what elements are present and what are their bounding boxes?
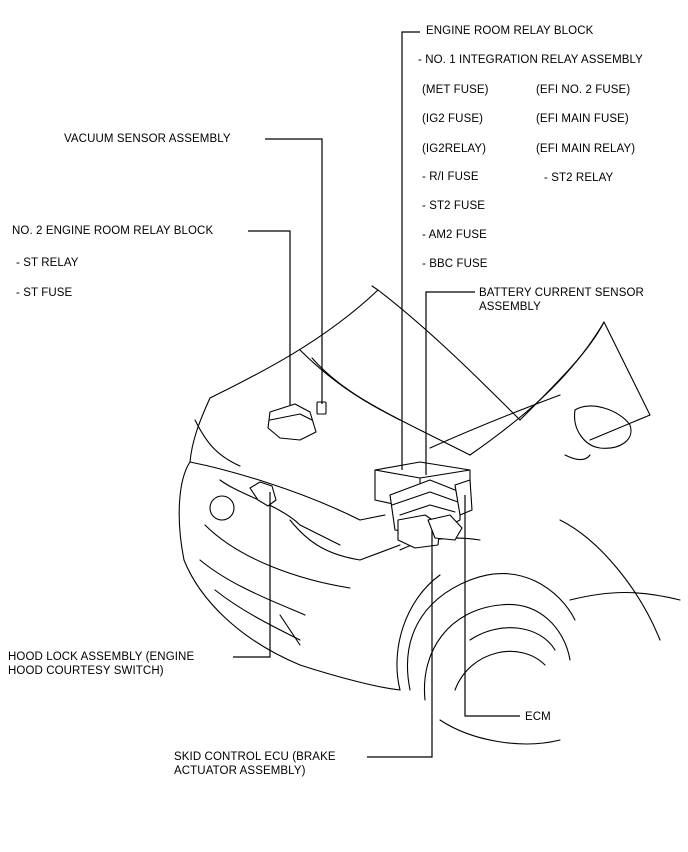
label-battery-sensor-1: BATTERY CURRENT SENSOR — [479, 287, 644, 299]
label-efi-main-relay: (EFI MAIN RELAY) — [536, 143, 636, 155]
leader-lines — [233, 31, 520, 758]
label-hood-lock-2: HOOD COURTESY SWITCH) — [8, 665, 164, 677]
label-efi-main-fuse: (EFI MAIN FUSE) — [536, 113, 629, 125]
label-ig2-relay: (IG2RELAY) — [422, 143, 487, 155]
label-st2-fuse: - ST2 FUSE — [422, 200, 485, 212]
label-bbc-fuse: - BBC FUSE — [422, 258, 488, 270]
components — [249, 401, 473, 549]
label-no2-relay-block: NO. 2 ENGINE ROOM RELAY BLOCK — [12, 225, 214, 237]
car-outline — [178, 285, 681, 745]
hood-lock-part — [249, 481, 277, 507]
label-efi-no2-fuse: (EFI NO. 2 FUSE) — [536, 84, 631, 96]
label-vacuum-sensor: VACUUM SENSOR ASSEMBLY — [64, 133, 231, 145]
label-ri-fuse: - R/I FUSE — [422, 171, 479, 183]
label-engine-room-relay-block: ENGINE ROOM RELAY BLOCK — [426, 25, 594, 37]
no2-relay-block-part — [267, 403, 317, 441]
label-st-fuse: - ST FUSE — [16, 287, 73, 299]
label-skid-control-1: SKID CONTROL ECU (BRAKE — [174, 751, 336, 763]
label-integration-relay: - NO. 1 INTEGRATION RELAY ASSEMBLY — [418, 54, 643, 66]
ecm-part — [454, 479, 473, 516]
label-battery-sensor-2: ASSEMBLY — [479, 301, 541, 313]
label-met-fuse: (MET FUSE) — [422, 84, 489, 96]
label-am2-fuse: - AM2 FUSE — [422, 229, 487, 241]
label-st-relay: - ST RELAY — [16, 257, 79, 269]
label-ecm: ECM — [525, 711, 551, 723]
label-st2-relay: - ST2 RELAY — [544, 172, 614, 184]
label-hood-lock-1: HOOD LOCK ASSEMBLY (ENGINE — [8, 651, 195, 663]
label-ig2-fuse: (IG2 FUSE) — [422, 113, 484, 125]
label-skid-control-2: ACTUATOR ASSEMBLY) — [174, 765, 306, 777]
